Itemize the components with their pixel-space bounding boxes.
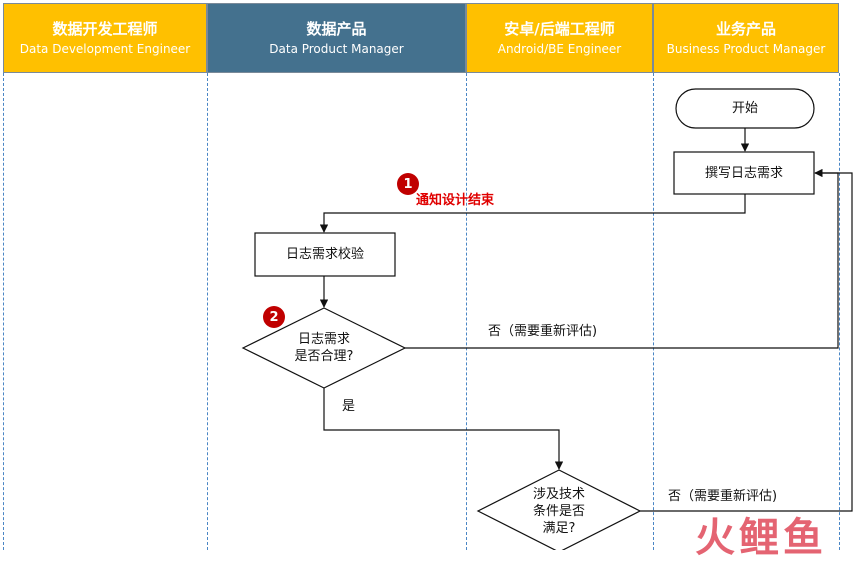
lane-header-data-dev: 数据开发工程师 Data Development Engineer bbox=[3, 3, 207, 73]
decision-line: 条件是否 bbox=[532, 503, 585, 519]
lane-divider bbox=[653, 73, 654, 550]
write-log-box bbox=[673, 151, 815, 195]
yes-label: 是 bbox=[342, 399, 356, 414]
decision-line: 日志需求 bbox=[297, 332, 350, 347]
lane-divider bbox=[466, 73, 467, 550]
lane-divider bbox=[839, 73, 840, 550]
no-reassess-label: 否（需要重新评估) bbox=[488, 324, 598, 339]
lane-header-business-product: 业务产品 Business Product Manager bbox=[653, 3, 839, 73]
verify-log-label: 日志需求校验 bbox=[285, 247, 364, 262]
verify-log-box bbox=[254, 232, 396, 277]
watermark-logo: 火鲤鱼 bbox=[695, 515, 827, 561]
step-badge-2: 2 bbox=[263, 306, 285, 328]
lane-title-zh: 安卓/后端工程师 bbox=[504, 20, 615, 38]
connector-write-to-verify bbox=[319, 194, 746, 233]
no-reassess-label-2: 否（需要重新评估) bbox=[668, 489, 778, 504]
lane-title-en: Data Product Manager bbox=[269, 42, 404, 56]
flowchart-canvas bbox=[241, 88, 853, 550]
lane-title-zh: 业务产品 bbox=[715, 20, 776, 38]
decision-line: 是否合理? bbox=[294, 349, 354, 364]
lane-title-zh: 数据产品 bbox=[306, 20, 367, 38]
start-label: 开始 bbox=[731, 101, 758, 116]
step-badge-1: 1 bbox=[397, 173, 419, 195]
decision-tech-label: 涉及技术 条件是否 满足? bbox=[508, 484, 610, 538]
lane-header-data-product: 数据产品 Data Product Manager bbox=[207, 3, 466, 73]
lane-header-android-be: 安卓/后端工程师 Android/BE Engineer bbox=[466, 3, 653, 73]
connector-decision1-yes bbox=[323, 388, 564, 470]
lane-title-en: Data Development Engineer bbox=[19, 42, 191, 56]
lane-title-en: Android/BE Engineer bbox=[497, 42, 622, 56]
decision-line: 涉及技术 bbox=[532, 486, 585, 502]
lane-title-en: Business Product Manager bbox=[666, 42, 826, 56]
connector-decision2-no bbox=[640, 172, 853, 512]
lane-divider bbox=[3, 73, 4, 550]
decision-reasonable-label: 日志需求 是否合理? bbox=[270, 330, 378, 366]
write-log-label: 撰写日志需求 bbox=[704, 165, 783, 181]
lane-divider bbox=[207, 73, 208, 550]
lane-title-zh: 数据开发工程师 bbox=[52, 20, 158, 38]
decision-tech-diamond bbox=[476, 469, 642, 550]
decision-line: 满足? bbox=[542, 520, 576, 536]
notify-design-label: 通知设计结束 bbox=[416, 193, 495, 208]
